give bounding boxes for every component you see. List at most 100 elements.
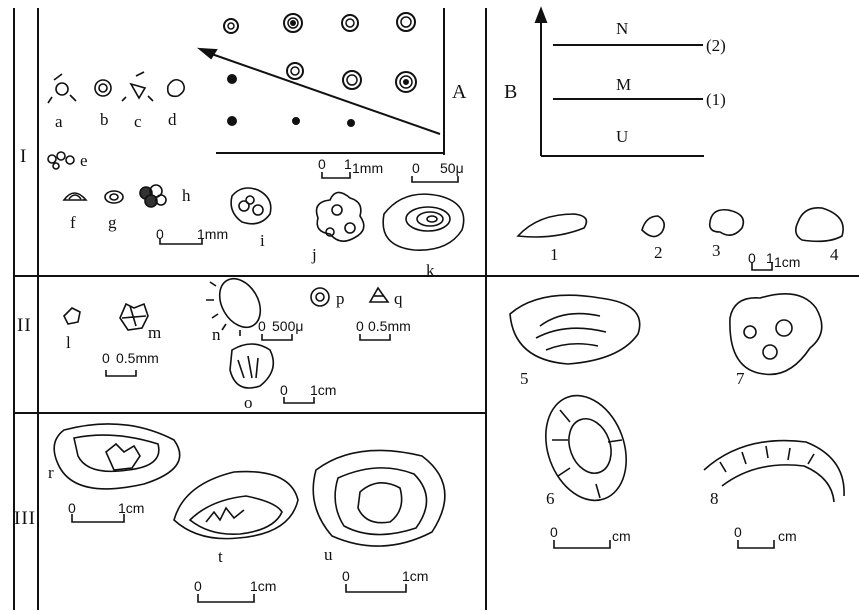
scale-nodule-unit: 1cm xyxy=(774,254,800,270)
scale-t-unit: 1cm xyxy=(250,578,276,594)
scale-o-zero: 0 xyxy=(280,382,288,398)
specimen-i xyxy=(231,188,271,224)
nodule-7 xyxy=(730,294,822,375)
letter-d: d xyxy=(168,111,177,128)
scale-bar-6-1cm xyxy=(554,540,610,548)
scale-bar-8-1cm xyxy=(738,540,774,548)
scale-a-zero: 0 xyxy=(318,156,326,172)
panel-a-spot-row2-2 xyxy=(287,63,303,79)
specimen-h xyxy=(140,185,166,207)
letter-k: k xyxy=(426,262,435,279)
specimen-m xyxy=(120,304,148,330)
panel-b-label-U: U xyxy=(616,128,628,145)
letter-b: b xyxy=(100,111,109,128)
panel-a-spot-row2-4 xyxy=(396,72,416,92)
scale-n-zero: 0 xyxy=(258,318,266,334)
number-8: 8 xyxy=(710,490,719,507)
letter-i: i xyxy=(260,232,265,249)
scale-8-zero: 0 xyxy=(734,524,742,540)
scale-bar-n-500u xyxy=(262,334,292,340)
specimen-u xyxy=(313,450,445,546)
nodule-5 xyxy=(510,295,640,364)
specimen-k xyxy=(383,194,464,250)
scale-bar-row2-05mm xyxy=(106,370,136,376)
letter-o: o xyxy=(244,394,253,411)
panel-b-arrowhead xyxy=(536,9,546,22)
row-label-I: I xyxy=(20,146,27,168)
specimen-d xyxy=(168,80,185,97)
letter-u: u xyxy=(324,546,333,563)
number-3: 3 xyxy=(712,242,721,259)
letter-g: g xyxy=(108,214,117,231)
number-1: 1 xyxy=(550,246,559,263)
letter-j: j xyxy=(312,246,317,263)
letter-r: r xyxy=(48,464,54,481)
scale-row1-unit: 1mm xyxy=(197,226,228,242)
nodule-8 xyxy=(704,441,844,502)
letter-n: n xyxy=(212,326,221,343)
specimen-o xyxy=(230,344,273,388)
specimen-t xyxy=(174,472,298,539)
specimen-q xyxy=(370,288,388,302)
number-4: 4 xyxy=(830,246,839,263)
scale-bar-u-1cm xyxy=(346,584,406,592)
specimen-c xyxy=(122,72,153,101)
panel-b-label-N: N xyxy=(616,20,628,37)
number-5: 5 xyxy=(520,370,529,387)
scale-nodule-one: 1 xyxy=(766,250,774,266)
scale-n-unit: 500μ xyxy=(272,318,303,334)
scale-bar-row1-1mm xyxy=(160,238,202,244)
letter-t: t xyxy=(218,548,223,565)
panel-b-label-line2: (2) xyxy=(706,37,726,54)
scale-m-zero: 0 xyxy=(102,350,110,366)
scale-u-unit: 1cm xyxy=(402,568,428,584)
scale-q-zero: 0 xyxy=(356,318,364,334)
scale-a-unit: 1mm xyxy=(352,160,383,176)
letter-l: l xyxy=(66,334,71,351)
row-label-III: III xyxy=(14,508,36,530)
panel-a-spot-row1-3 xyxy=(342,15,358,31)
scale-nodule-zero: 0 xyxy=(748,250,756,266)
number-7: 7 xyxy=(736,370,745,387)
specimen-g xyxy=(105,191,123,203)
panel-label-A: A xyxy=(452,82,466,102)
scale-bar-t-1cm xyxy=(198,594,254,602)
scale-r-zero: 0 xyxy=(68,500,76,516)
scale-a-one: 1 xyxy=(344,156,352,172)
letter-a: a xyxy=(55,113,63,130)
letter-m: m xyxy=(148,324,161,341)
specimen-e xyxy=(48,152,74,169)
specimen-a xyxy=(48,74,76,103)
row-label-II: II xyxy=(17,315,32,337)
scale-q-unit: 0.5mm xyxy=(368,318,411,334)
panel-a-spot-row1-4 xyxy=(397,13,415,31)
panel-a-arrow xyxy=(206,52,440,134)
nodule-2 xyxy=(642,216,664,237)
scale-r-unit: 1cm xyxy=(118,500,144,516)
scale-row1-zero: 0 xyxy=(156,226,164,242)
specimen-r xyxy=(54,424,180,489)
scale-m-unit: 0.5mm xyxy=(116,350,159,366)
specimen-l xyxy=(64,308,80,324)
specimen-f xyxy=(64,193,86,200)
panel-a-spot-row3-2 xyxy=(293,118,299,124)
panel-a-spot-row2-1 xyxy=(228,75,236,83)
scale-t-zero: 0 xyxy=(194,578,202,594)
specimen-p xyxy=(311,288,329,306)
letter-f: f xyxy=(70,214,76,231)
scale-o-unit: 1cm xyxy=(310,382,336,398)
scale-u-zero: 0 xyxy=(342,568,350,584)
specimen-j xyxy=(317,192,364,241)
scale-bar-r-1cm xyxy=(72,514,124,522)
scale-6-unit: cm xyxy=(612,528,631,544)
nodule-3 xyxy=(710,210,744,235)
letter-q: q xyxy=(394,290,403,307)
scale-50u-unit: 50μ xyxy=(440,160,464,176)
letter-h: h xyxy=(182,187,191,204)
panel-label-B: B xyxy=(504,82,517,102)
scale-8-unit: cm xyxy=(778,528,797,544)
nodule-4 xyxy=(796,208,843,242)
panel-a-spot-row2-3 xyxy=(343,71,361,89)
panel-b-label-M: M xyxy=(616,76,631,93)
